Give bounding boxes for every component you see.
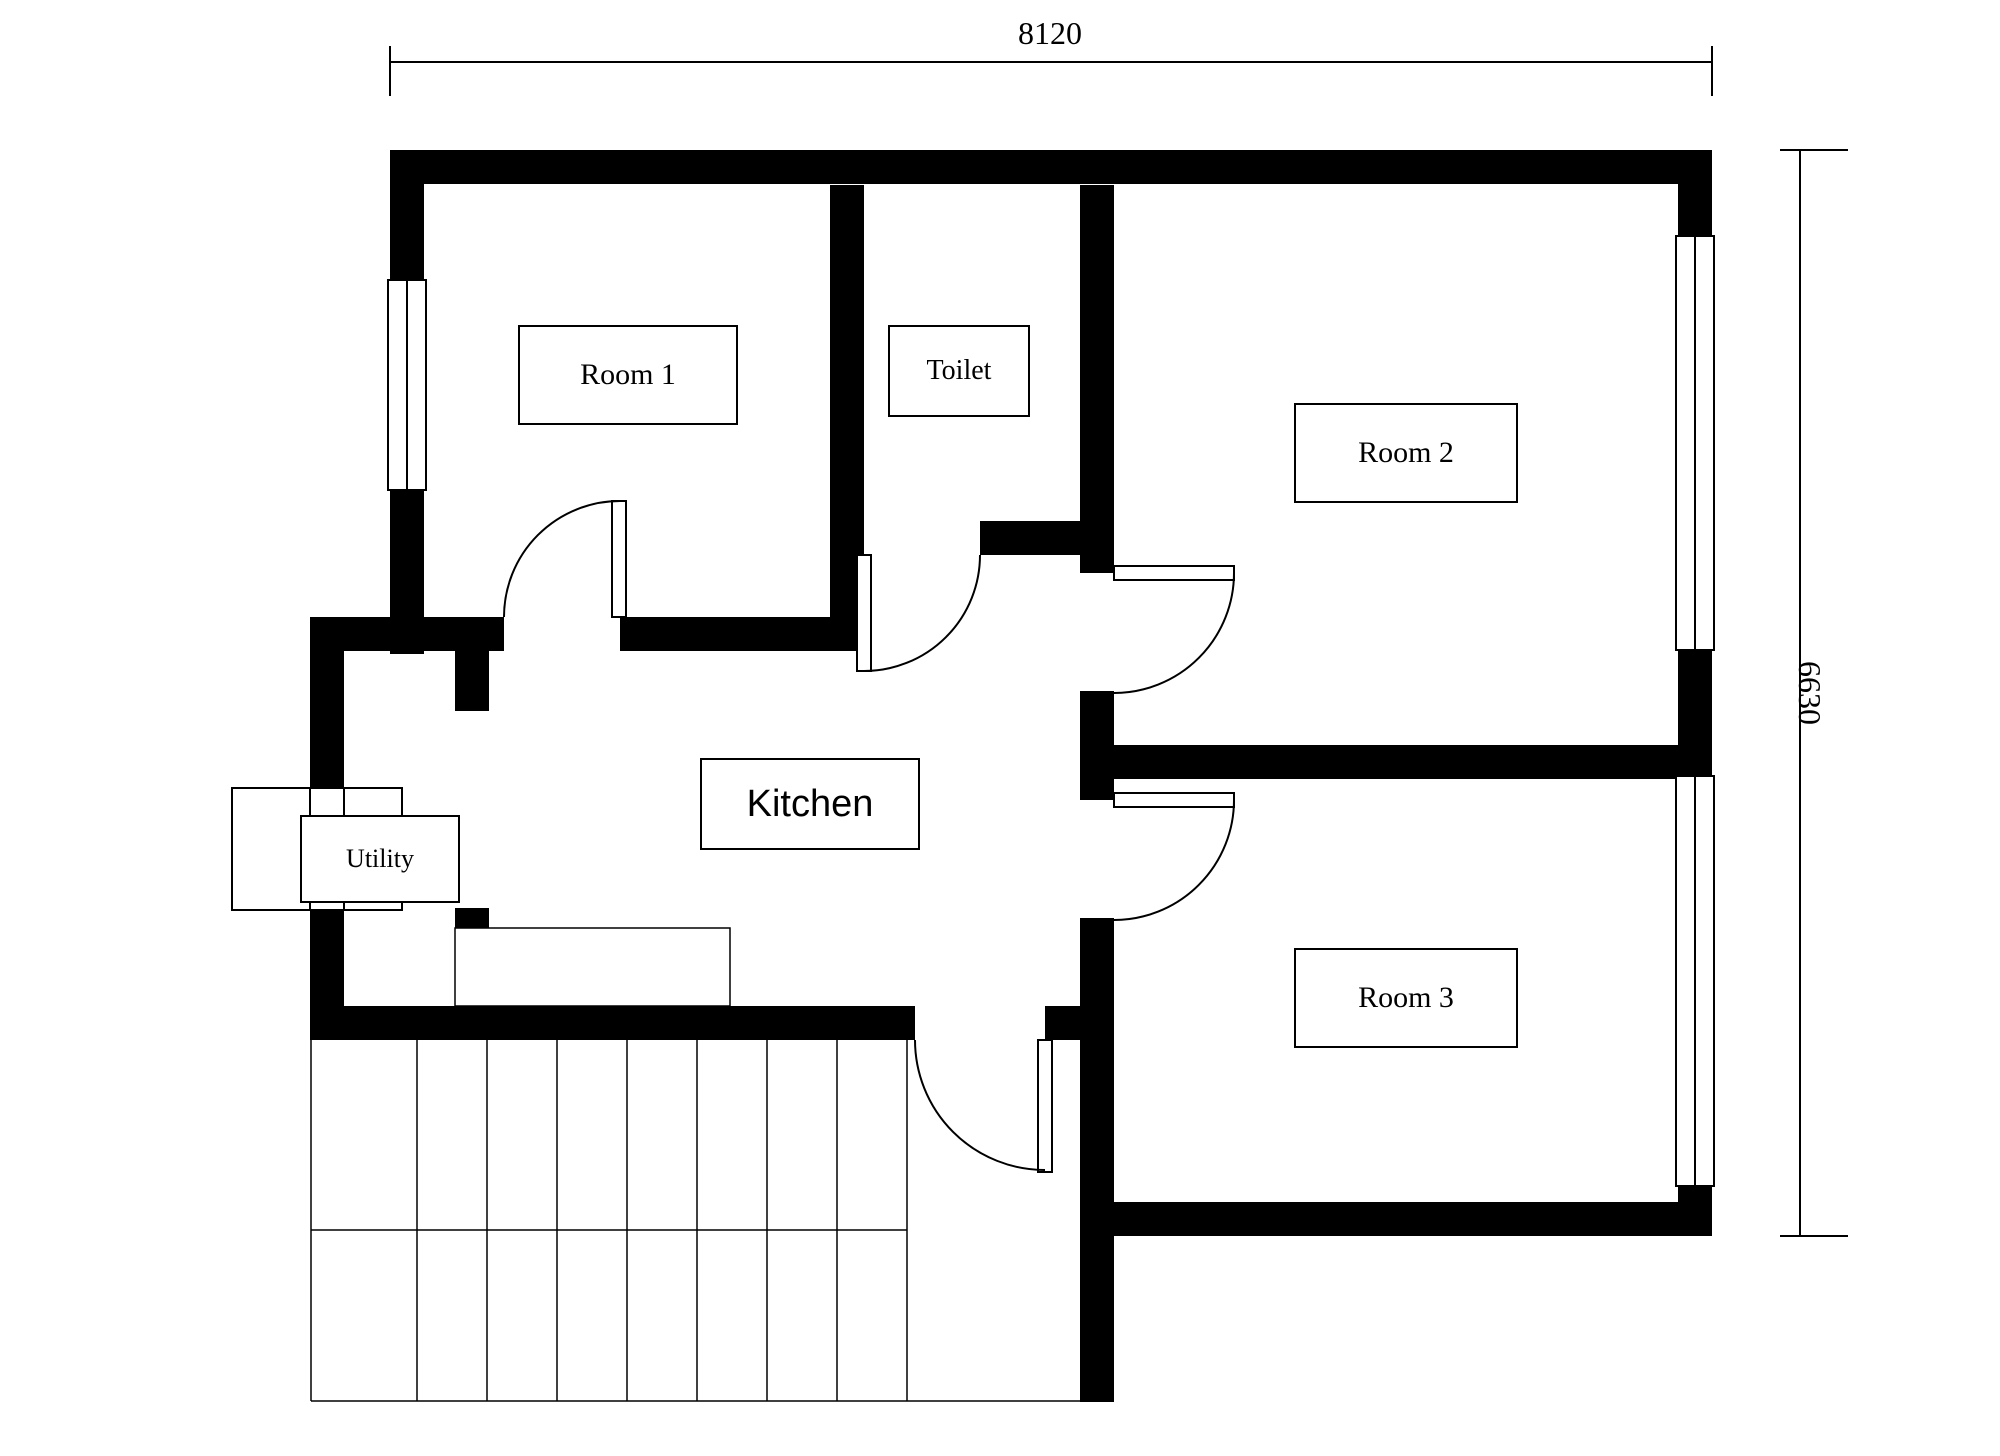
stairs-door: [914, 1039, 1053, 1173]
stairs-door-arc: [914, 1039, 1046, 1171]
stairs-treads: [416, 1040, 908, 1401]
toilet-door-arc: [863, 554, 981, 672]
walls: [310, 150, 1712, 1402]
room-2-door-arc: [1113, 572, 1235, 694]
kitchen-label-box: Kitchen: [700, 758, 920, 850]
kitchen-counter: [454, 927, 731, 1007]
wall-room2-room3-divider: [1080, 745, 1678, 779]
room-1-label: Room 1: [580, 358, 676, 391]
wall-hall-upper: [1080, 185, 1114, 573]
room-2-door: [1113, 565, 1235, 694]
room-1-label-box: Room 1: [518, 325, 738, 425]
wall-hall-lower: [1080, 918, 1114, 1402]
wall-utility-divider-upper: [455, 651, 489, 711]
room-3-label: Room 3: [1358, 981, 1454, 1014]
room-3-label-box: Room 3: [1294, 948, 1518, 1048]
toilet-label: Toilet: [926, 355, 992, 386]
utility-label-box: Utility: [300, 815, 460, 903]
kitchen-label: Kitchen: [746, 782, 874, 825]
right-window-lower: [1675, 775, 1715, 1187]
wall-bottom-right-section: [1105, 1202, 1712, 1236]
wall-left-upper: [390, 150, 424, 280]
wall-room1-bottom-right: [620, 617, 864, 651]
staircase: [310, 1040, 1080, 1402]
room-1-door-arc: [503, 500, 621, 618]
utility-label: Utility: [346, 844, 414, 873]
toilet-label-box: Toilet: [888, 325, 1030, 417]
doors: [503, 500, 1235, 1173]
wall-kitchen-bottom-stub: [1045, 1006, 1080, 1040]
toilet-door: [856, 554, 981, 672]
wall-top: [390, 150, 1712, 184]
room-2-label: Room 2: [1358, 436, 1454, 469]
height-dimension-value: 6630: [1792, 661, 1829, 725]
room-2-label-box: Room 2: [1294, 403, 1518, 503]
room-3-door: [1113, 792, 1235, 921]
left-window: [387, 279, 427, 491]
wall-kitchen-left-upper: [310, 617, 344, 790]
top-dimension-line: [389, 46, 1713, 96]
height-dimension-label: 6630: [1790, 623, 1830, 763]
right-dimension-line: [1780, 149, 1848, 1237]
right-window-upper: [1675, 235, 1715, 651]
room-1-door: [503, 500, 627, 618]
dimension-lines: [389, 46, 1848, 1237]
width-dimension-value: 8120: [1018, 14, 1082, 51]
wall-right-top: [1678, 150, 1712, 236]
wall-kitchen-bottom: [310, 1006, 915, 1040]
width-dimension-label: 8120: [950, 12, 1150, 54]
wall-right-mid: [1678, 650, 1712, 776]
room-3-door-arc: [1113, 799, 1235, 921]
